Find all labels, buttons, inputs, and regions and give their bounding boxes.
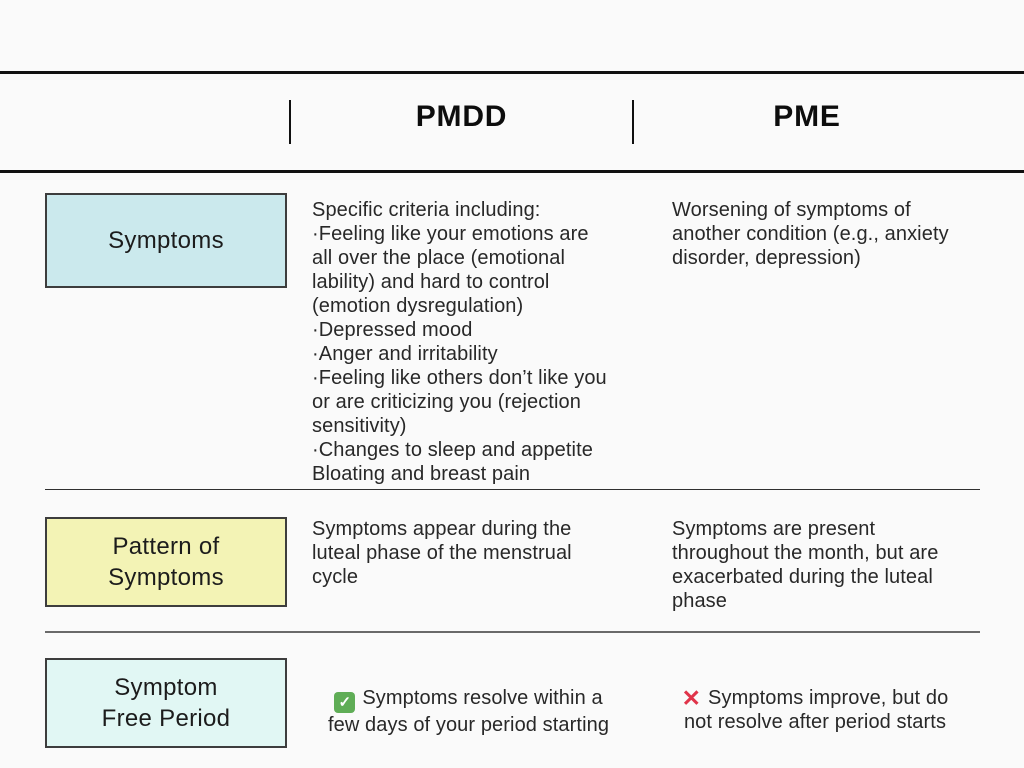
symptoms-pmdd-cell: Specific criteria including: ·Feeling li…	[312, 199, 607, 485]
header-divider-bar-right	[632, 100, 634, 144]
comparison-rows: Symptoms Specific criteria including: ·F…	[45, 173, 980, 768]
header-bottom-line	[0, 170, 1024, 173]
header-divider-bar-left	[289, 100, 291, 144]
label-column: Symptoms	[45, 173, 287, 489]
symptoms-pme-cell: Worsening of symptoms of another conditi…	[672, 199, 949, 269]
free-period-pme-cell: ✕Symptoms improve, but do not resolve af…	[660, 633, 980, 768]
pattern-pme-cell: Symptoms are present throughout the mont…	[672, 518, 939, 612]
pattern-pmdd-cell: Symptoms appear during the luteal phase …	[312, 518, 572, 588]
check-icon: ✓	[334, 692, 356, 713]
table-header: PMDD PME	[0, 74, 1024, 170]
label-column: Symptom Free Period	[45, 633, 287, 768]
row-label-symptom-free-period: Symptom Free Period	[45, 658, 287, 748]
row-label-symptoms: Symptoms	[45, 193, 287, 288]
top-divider-line	[0, 71, 1024, 74]
free-period-pmdd-cell: ✓Symptoms resolve within a few days of y…	[287, 633, 660, 768]
row-label-pattern-of-symptoms: Pattern of Symptoms	[45, 517, 287, 607]
table-row-symptoms: Symptoms Specific criteria including: ·F…	[45, 173, 980, 490]
column-header-pmdd: PMDD	[415, 100, 508, 133]
table-row-pattern-of-symptoms: Pattern of Symptoms Symptoms appear duri…	[45, 490, 980, 633]
free-period-pmdd-text: Symptoms resolve within a few days of yo…	[327, 687, 610, 736]
cross-icon: ✕	[681, 685, 702, 711]
column-header-pme: PME	[773, 100, 841, 133]
label-column: Pattern of Symptoms	[45, 490, 287, 631]
free-period-pme-text: Symptoms improve, but do not resolve aft…	[683, 687, 949, 733]
table-row-symptom-free-period: Symptom Free Period ✓Symptoms resolve wi…	[45, 633, 980, 768]
